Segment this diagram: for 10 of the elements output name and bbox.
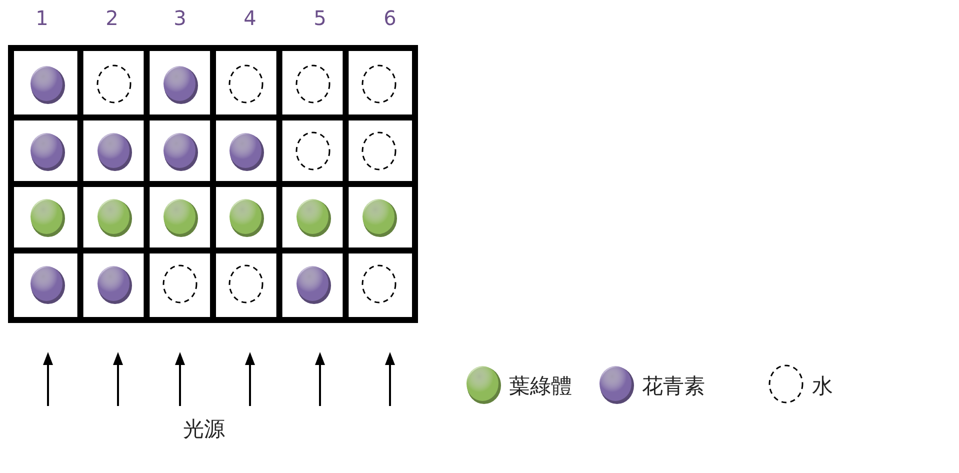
column-number: 3 bbox=[172, 6, 188, 30]
legend-label: 葉綠體 bbox=[509, 373, 572, 400]
column-number: 5 bbox=[312, 6, 328, 30]
legend-label: 花青素 bbox=[642, 373, 705, 400]
legend-label: 水 bbox=[812, 373, 833, 400]
column-number: 1 bbox=[34, 6, 50, 30]
light-source-label: 光源 bbox=[183, 416, 225, 443]
column-number: 2 bbox=[104, 6, 120, 30]
column-number: 4 bbox=[242, 6, 258, 30]
column-number: 6 bbox=[382, 6, 398, 30]
